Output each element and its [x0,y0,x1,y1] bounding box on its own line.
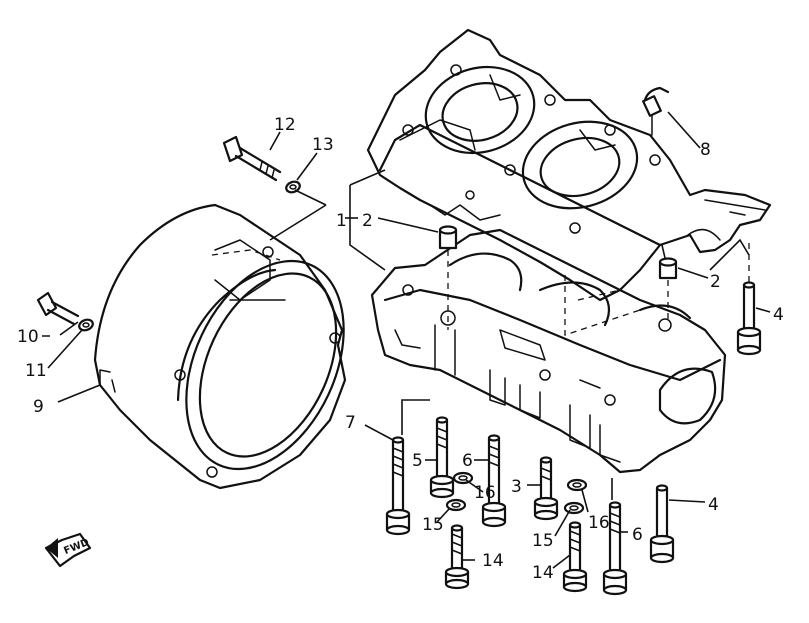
stud-14-left [444,524,470,590]
callout-1: 1 [336,211,347,231]
callout-11: 11 [25,361,47,381]
crankcase-lower [370,228,727,474]
callout-15-left: 15 [422,515,444,535]
stud-14-right [562,521,588,593]
bolt-6-left [481,434,507,528]
callout-16-right: 16 [588,513,610,533]
callout-4-lower: 4 [708,495,719,515]
drive-housing [93,203,347,490]
callout-8: 8 [700,140,711,160]
callout-5: 5 [412,451,423,471]
callout-4-upper: 4 [773,305,784,325]
leader-lines [42,111,771,569]
callout-2-right: 2 [710,272,721,292]
alignment-lines [447,240,750,336]
callout-12: 12 [274,115,296,135]
callout-13: 13 [312,135,334,155]
callout-3: 3 [511,477,522,497]
bolt-6-right [602,501,628,596]
bolt-5 [429,416,455,499]
callout-16-left: 16 [474,483,496,503]
washer-11 [78,318,94,332]
dowel-2-left [438,225,458,250]
callout-7: 7 [345,413,356,433]
bolt-12 [222,135,282,182]
washer-13 [285,180,301,194]
callout-14-left: 14 [482,551,504,571]
washer-16-right [566,478,588,492]
callout-2-left: 2 [362,211,373,231]
callout-14-right: 14 [532,563,554,583]
bolt-4-upper [736,281,762,356]
dowel-2-right [658,257,678,280]
fitting-8 [642,86,670,136]
callout-15-right: 15 [532,531,554,551]
bolt-10 [36,291,80,326]
callout-6-left: 6 [462,451,473,471]
fwd-arrow-icon: FWD [44,532,92,568]
callout-6-right: 6 [632,525,643,545]
bolt-3 [533,456,559,521]
crankcase-upper [366,28,772,302]
washer-15-right [563,501,585,515]
washer-15-left [445,498,467,512]
callout-10: 10 [17,327,39,347]
bolt-7 [385,436,411,536]
callout-labels: 1 2 2 3 4 4 5 6 6 7 8 9 10 11 12 13 14 1… [17,115,784,583]
callout-9: 9 [33,397,44,417]
bolt-4-lower [649,484,675,564]
